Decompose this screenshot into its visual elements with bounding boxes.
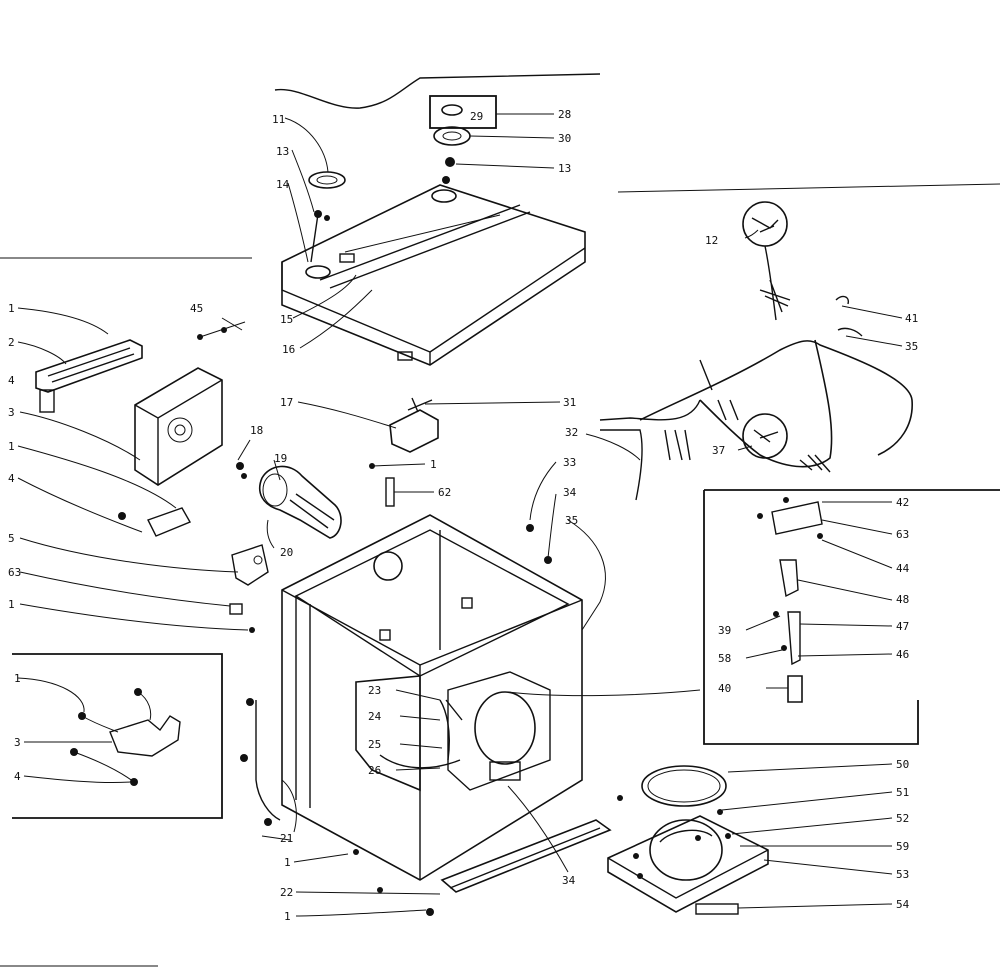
left-side-parts — [0, 257, 269, 633]
part-label-1-mid: 1 — [8, 440, 15, 453]
top-cover — [274, 73, 601, 366]
part-label-34-upper: 34 — [563, 486, 577, 499]
part-label-31: 31 — [563, 396, 576, 409]
part-label-35-lower: 35 — [565, 514, 578, 527]
part-label-53: 53 — [896, 868, 909, 881]
part-label-4-inset: 4 — [14, 770, 21, 783]
part-label-35-upper: 35 — [905, 340, 918, 353]
part-label-25: 25 — [368, 738, 381, 751]
part-label-32: 32 — [565, 426, 578, 439]
part-label-18: 18 — [250, 424, 263, 437]
part-label-34-lower: 34 — [562, 874, 576, 887]
part-label-50: 50 — [896, 758, 909, 771]
part-label-39: 39 — [718, 624, 731, 637]
part-label-1-lower: 1 — [8, 598, 15, 611]
part-label-4-mid: 4 — [8, 472, 15, 485]
part-label-23: 23 — [368, 684, 381, 697]
part-label-44: 44 — [896, 562, 910, 575]
part-label-17: 17 — [280, 396, 293, 409]
part-label-15: 15 — [280, 313, 293, 326]
part-label-51: 51 — [896, 786, 909, 799]
inset-box-right — [703, 489, 1000, 745]
pump-base — [0, 765, 769, 967]
part-label-24: 24 — [368, 710, 382, 723]
part-label-11: 11 — [272, 113, 285, 126]
part-label-29: 29 — [470, 110, 483, 123]
cabinet — [240, 514, 623, 916]
part-label-12: 12 — [705, 234, 718, 247]
inset-box-left — [12, 653, 223, 819]
part-label-22: 22 — [280, 886, 293, 899]
part-labels: 11 13 14 15 16 29 28 30 13 12 41 35 37 3… — [8, 108, 918, 923]
part-label-1-top: 1 — [8, 302, 15, 315]
part-label-58: 58 — [718, 652, 731, 665]
part-label-30: 30 — [558, 132, 571, 145]
part-label-26: 26 — [368, 764, 381, 777]
leader-lines — [17, 113, 903, 917]
part-label-20: 20 — [280, 546, 293, 559]
part-label-52: 52 — [896, 812, 909, 825]
part-label-13: 13 — [276, 145, 289, 158]
part-label-40: 40 — [718, 682, 731, 695]
part-label-14: 14 — [276, 178, 290, 191]
part-label-48: 48 — [896, 593, 909, 606]
part-label-16: 16 — [282, 343, 295, 356]
part-label-37: 37 — [712, 444, 725, 457]
part-label-59: 59 — [896, 840, 909, 853]
part-label-42: 42 — [896, 496, 909, 509]
part-label-47: 47 — [896, 620, 909, 633]
part-label-63-right: 63 — [896, 528, 909, 541]
wiring-harness — [599, 183, 1000, 501]
part-label-3-inset: 3 — [14, 736, 21, 749]
pump-parts — [236, 397, 439, 539]
part-label-46: 46 — [896, 648, 909, 661]
part-label-1-bottom: 1 — [284, 910, 291, 923]
part-label-62: 62 — [438, 486, 451, 499]
part-label-63-left: 63 — [8, 566, 21, 579]
part-label-2: 2 — [8, 336, 15, 349]
part-label-4-upper: 4 — [8, 374, 15, 387]
part-label-33: 33 — [563, 456, 576, 469]
part-label-5: 5 — [8, 532, 15, 545]
part-label-54: 54 — [896, 898, 910, 911]
part-label-13-upper: 13 — [558, 162, 571, 175]
part-label-3: 3 — [8, 406, 15, 419]
part-label-1-pump: 1 — [430, 458, 437, 471]
part-label-21: 21 — [280, 832, 293, 845]
part-label-19: 19 — [274, 452, 287, 465]
part-label-45: 45 — [190, 302, 203, 315]
part-label-1-base: 1 — [284, 856, 291, 869]
lid-hardware — [308, 95, 497, 263]
part-label-1-inset: 1 — [14, 672, 21, 685]
part-label-28: 28 — [558, 108, 571, 121]
part-label-41: 41 — [905, 312, 918, 325]
